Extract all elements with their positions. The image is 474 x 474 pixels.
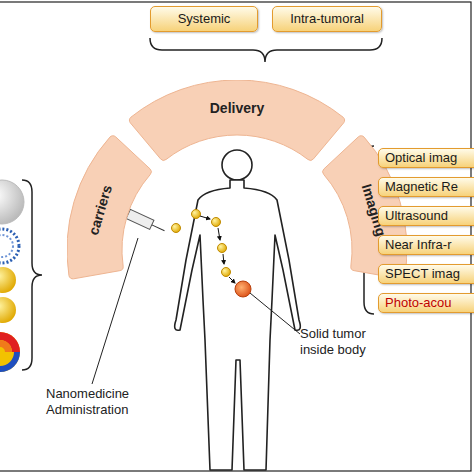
box-label: Photo-acou: [385, 296, 452, 310]
nanoparticle-dot: [222, 268, 231, 277]
multicolor-particle: [0, 352, 20, 372]
flow-arrow: [218, 228, 220, 240]
imaging-mode-box: Photo-acou: [378, 293, 474, 313]
box-label: Ultrasound: [385, 209, 448, 223]
flow-arrow: [223, 254, 224, 264]
arc-band-shape: [67, 136, 151, 279]
arc-band-shape: [67, 80, 407, 420]
liposome-icon: [0, 235, 13, 257]
box-label: SPECT imag: [385, 267, 460, 281]
multicolor-particle: [0, 332, 20, 352]
human-body: [175, 180, 301, 470]
box-label: Magnetic Re: [385, 180, 458, 194]
flow-arrow: [229, 277, 235, 283]
syringe-barrel: [126, 209, 154, 229]
nanoparticle-dot: [218, 244, 227, 253]
imaging-mode-box: Ultrasound: [378, 206, 474, 226]
arc-band-shape: [129, 80, 344, 160]
liposome-icon: [0, 229, 19, 263]
nanoparticle-dot: [212, 218, 221, 227]
arc-band: Imaging: [67, 80, 407, 420]
curly-brace: [22, 180, 42, 370]
flow-arrow: [200, 216, 210, 219]
nanoparticle-dot: [172, 224, 181, 233]
box-label: Optical imag: [385, 151, 457, 165]
delivery-route-box: Systemic: [150, 6, 258, 32]
tumor-icon: [235, 281, 251, 297]
syringe-needle: [152, 225, 165, 231]
box-label: Near Infra-r: [385, 238, 451, 252]
imaging-mode-box: Magnetic Re: [378, 177, 474, 197]
box-label: Systemic: [178, 12, 231, 26]
imaging-mode-box: SPECT imag: [378, 264, 474, 284]
carrier-sphere: [0, 180, 24, 224]
leader-line: [250, 293, 300, 334]
imaging-mode-box: Near Infra-r: [378, 235, 474, 255]
box-label: Intra-tumoral: [290, 12, 364, 26]
multicolor-particle: [0, 332, 20, 372]
curly-brace: [150, 38, 382, 62]
nanoparticle-dot: [192, 210, 201, 219]
imaging-mode-box: Optical imag: [378, 148, 474, 168]
gold-nanoparticle: [0, 267, 16, 293]
band-label: Delivery: [210, 100, 264, 116]
human-head: [222, 150, 252, 180]
delivery-route-box: Intra-tumoral: [272, 6, 382, 32]
annotation-label: Solid tumor inside body: [300, 326, 384, 357]
multicolor-particle: [0, 340, 12, 352]
gold-nanoparticle: [0, 297, 16, 323]
annotation-label: Nanomedicine Administration: [46, 386, 146, 417]
